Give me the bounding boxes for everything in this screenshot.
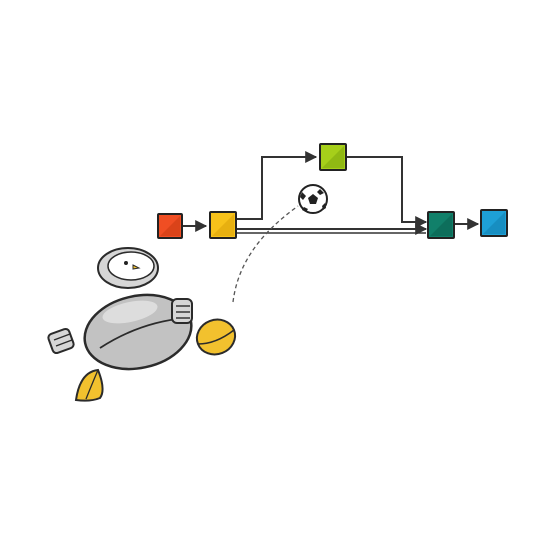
connector-stage2-to-upper (236, 151, 318, 220)
pipeline-node-merge (427, 211, 455, 239)
figure-right-hand (171, 298, 193, 324)
cartoon-figure (47, 247, 237, 402)
figure-head (97, 247, 159, 289)
connector-upper-to-merge (347, 156, 428, 228)
kick-trajectory-line (232, 205, 299, 303)
pipeline-node-upper (319, 143, 347, 171)
pipeline-node-stage-2 (209, 211, 237, 239)
figure-body (83, 293, 193, 371)
figure-left-hand (47, 327, 75, 355)
pipeline-node-start (157, 213, 183, 239)
pipeline-node-end (480, 209, 508, 237)
figure-front-foot (195, 318, 237, 356)
figure-back-foot (74, 368, 104, 402)
soccer-ball-icon (298, 184, 328, 214)
